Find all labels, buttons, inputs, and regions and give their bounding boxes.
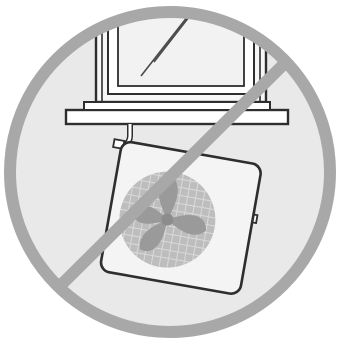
window-sill: [66, 102, 288, 124]
